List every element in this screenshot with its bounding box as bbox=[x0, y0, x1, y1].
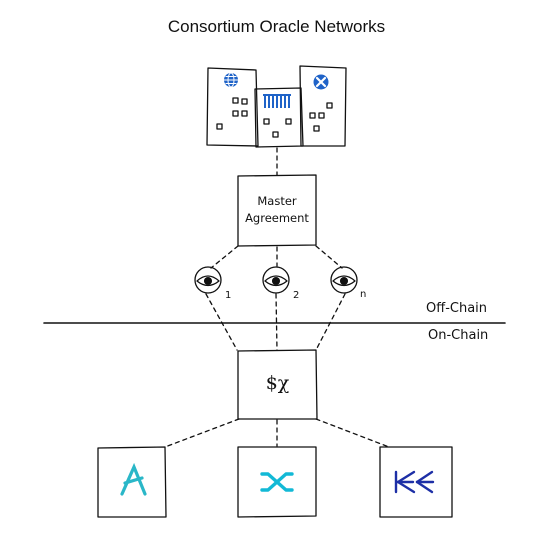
building-left bbox=[206, 67, 259, 147]
protocol-box-aave bbox=[97, 446, 167, 518]
master-agreement-label: Master Agreement bbox=[238, 193, 316, 227]
agreement-label-line1: Master bbox=[257, 194, 297, 208]
agreement-label-line2: Agreement bbox=[245, 211, 309, 225]
diagram-title: Consortium Oracle Networks bbox=[167, 17, 386, 36]
oracle-2-icon bbox=[262, 266, 290, 294]
protocol-box-synthetix bbox=[237, 446, 317, 518]
synthetix-logo-icon bbox=[260, 472, 294, 492]
building-middle bbox=[254, 87, 304, 148]
smart-contract-label: $χ bbox=[265, 372, 290, 394]
connectors-oracles-contract bbox=[205, 293, 346, 351]
master-agreement-box bbox=[237, 174, 317, 247]
windows-left bbox=[216, 97, 248, 130]
institution-buildings bbox=[206, 65, 347, 148]
connectors-agreement-oracles bbox=[210, 245, 343, 269]
aave-logo-icon bbox=[120, 462, 147, 496]
oracle-n-icon bbox=[330, 266, 358, 294]
oracle-1-index: 1 bbox=[225, 290, 232, 301]
on-chain-label: On-Chain bbox=[428, 328, 489, 343]
oracle-2-index: 2 bbox=[293, 290, 300, 301]
cross-logo-icon bbox=[313, 74, 329, 90]
windows-right bbox=[309, 102, 333, 132]
off-chain-label: Off-Chain bbox=[426, 301, 488, 316]
windows-middle bbox=[263, 118, 292, 138]
building-right bbox=[299, 65, 347, 147]
kyber-logo-icon bbox=[394, 470, 435, 494]
protocol-box-kyber bbox=[379, 446, 453, 518]
barcode-logo-icon bbox=[263, 94, 291, 108]
globe-logo-icon bbox=[224, 72, 238, 88]
oracle-1-icon bbox=[194, 266, 222, 294]
oracle-n-index: n bbox=[360, 289, 367, 300]
connectors-contract-protocols bbox=[164, 418, 390, 448]
